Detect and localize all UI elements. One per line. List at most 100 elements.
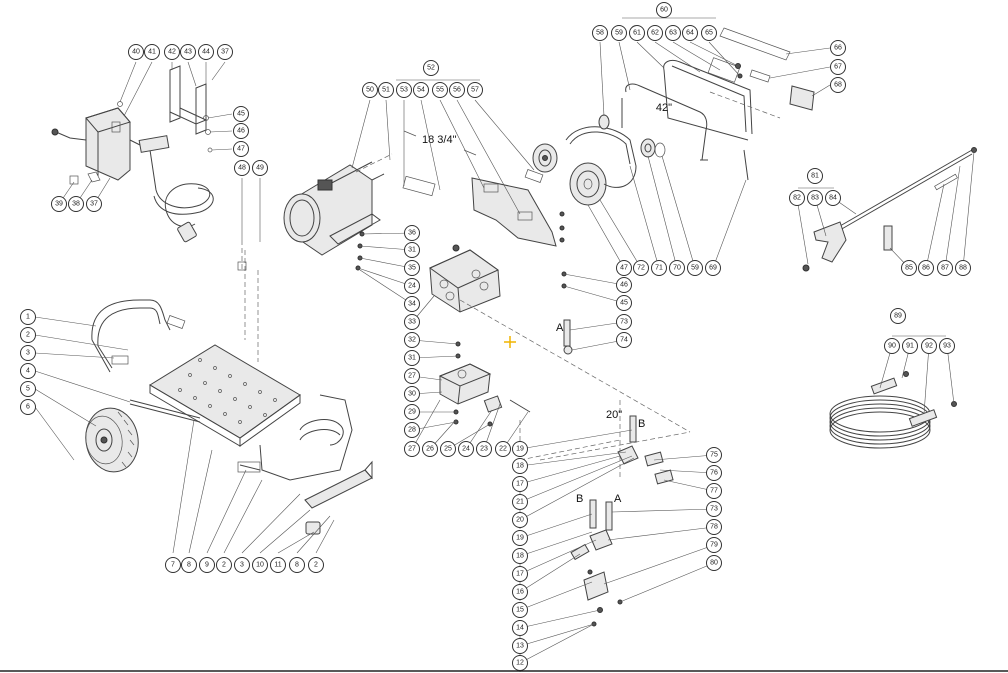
callout[interactable]: 2 xyxy=(216,557,232,573)
callout[interactable]: 54 xyxy=(413,82,429,98)
callout[interactable]: 32 xyxy=(404,332,420,348)
callout[interactable]: 10 xyxy=(252,557,268,573)
callout[interactable]: 31 xyxy=(404,350,420,366)
callout[interactable]: 80 xyxy=(706,555,722,571)
callout[interactable]: 18 xyxy=(512,548,528,564)
callout[interactable]: 76 xyxy=(706,465,722,481)
callout[interactable]: 69 xyxy=(705,260,721,276)
callout[interactable]: 5 xyxy=(20,381,36,397)
callout[interactable]: 85 xyxy=(901,260,917,276)
callout[interactable]: 12 xyxy=(512,655,528,671)
callout[interactable]: 87 xyxy=(937,260,953,276)
callout[interactable]: 14 xyxy=(512,620,528,636)
callout[interactable]: 58 xyxy=(592,25,608,41)
callout[interactable]: 21 xyxy=(512,494,528,510)
callout[interactable]: 39 xyxy=(51,196,67,212)
callout[interactable]: 29 xyxy=(404,404,420,420)
callout[interactable]: 83 xyxy=(807,190,823,206)
callout[interactable]: 26 xyxy=(422,441,438,457)
callout[interactable]: 53 xyxy=(396,82,412,98)
callout[interactable]: 77 xyxy=(706,483,722,499)
callout[interactable]: 22 xyxy=(495,441,511,457)
callout[interactable]: 43 xyxy=(180,44,196,60)
callout[interactable]: 50 xyxy=(362,82,378,98)
callout[interactable]: 71 xyxy=(651,260,667,276)
callout[interactable]: 88 xyxy=(955,260,971,276)
callout[interactable]: 65 xyxy=(701,25,717,41)
callout[interactable]: 89 xyxy=(890,308,906,324)
callout[interactable]: 90 xyxy=(884,338,900,354)
callout[interactable]: 16 xyxy=(512,584,528,600)
callout[interactable]: 9 xyxy=(199,557,215,573)
callout[interactable]: 47 xyxy=(616,260,632,276)
callout[interactable]: 35 xyxy=(404,260,420,276)
callout[interactable]: 24 xyxy=(458,441,474,457)
callout[interactable]: 40 xyxy=(128,44,144,60)
callout[interactable]: 2 xyxy=(308,557,324,573)
callout[interactable]: 37 xyxy=(217,44,233,60)
callout[interactable]: 44 xyxy=(198,44,214,60)
callout[interactable]: 17 xyxy=(512,476,528,492)
callout[interactable]: 57 xyxy=(467,82,483,98)
callout[interactable]: 23 xyxy=(476,441,492,457)
callout[interactable]: 28 xyxy=(404,422,420,438)
callout[interactable]: 79 xyxy=(706,537,722,553)
callout[interactable]: 51 xyxy=(378,82,394,98)
callout[interactable]: 59 xyxy=(687,260,703,276)
callout[interactable]: 19 xyxy=(512,530,528,546)
callout[interactable]: 59 xyxy=(611,25,627,41)
callout[interactable]: 34 xyxy=(404,296,420,312)
callout[interactable]: 38 xyxy=(68,196,84,212)
callout[interactable]: 4 xyxy=(20,363,36,379)
callout[interactable]: 3 xyxy=(20,345,36,361)
callout[interactable]: 52 xyxy=(423,60,439,76)
callout[interactable]: 73 xyxy=(616,314,632,330)
callout[interactable]: 81 xyxy=(807,168,823,184)
callout[interactable]: 41 xyxy=(144,44,160,60)
callout[interactable]: 56 xyxy=(449,82,465,98)
callout[interactable]: 8 xyxy=(289,557,305,573)
callout[interactable]: 3 xyxy=(234,557,250,573)
callout[interactable]: 6 xyxy=(20,399,36,415)
callout[interactable]: 25 xyxy=(440,441,456,457)
callout[interactable]: 19 xyxy=(512,441,528,457)
callout[interactable]: 62 xyxy=(647,25,663,41)
callout[interactable]: 66 xyxy=(830,40,846,56)
callout[interactable]: 63 xyxy=(665,25,681,41)
callout[interactable]: 13 xyxy=(512,638,528,654)
callout[interactable]: 33 xyxy=(404,314,420,330)
callout[interactable]: 75 xyxy=(706,447,722,463)
callout[interactable]: 67 xyxy=(830,59,846,75)
callout[interactable]: 64 xyxy=(682,25,698,41)
callout[interactable]: 86 xyxy=(918,260,934,276)
callout[interactable]: 49 xyxy=(252,160,268,176)
callout[interactable]: 42 xyxy=(164,44,180,60)
callout[interactable]: 17 xyxy=(512,566,528,582)
callout[interactable]: 73 xyxy=(706,501,722,517)
callout[interactable]: 20 xyxy=(512,512,528,528)
callout[interactable]: 36 xyxy=(404,225,420,241)
callout[interactable]: 55 xyxy=(432,82,448,98)
callout[interactable]: 18 xyxy=(512,458,528,474)
callout[interactable]: 46 xyxy=(233,123,249,139)
callout[interactable]: 92 xyxy=(921,338,937,354)
callout[interactable]: 91 xyxy=(902,338,918,354)
callout[interactable]: 48 xyxy=(234,160,250,176)
callout[interactable]: 11 xyxy=(270,557,286,573)
callout[interactable]: 47 xyxy=(233,141,249,157)
callout[interactable]: 27 xyxy=(404,368,420,384)
callout[interactable]: 37 xyxy=(86,196,102,212)
callout[interactable]: 31 xyxy=(404,242,420,258)
callout[interactable]: 84 xyxy=(825,190,841,206)
callout[interactable]: 72 xyxy=(633,260,649,276)
callout[interactable]: 61 xyxy=(629,25,645,41)
callout[interactable]: 7 xyxy=(165,557,181,573)
callout[interactable]: 74 xyxy=(616,332,632,348)
callout[interactable]: 60 xyxy=(656,2,672,18)
callout[interactable]: 24 xyxy=(404,278,420,294)
callout[interactable]: 78 xyxy=(706,519,722,535)
callout[interactable]: 68 xyxy=(830,77,846,93)
callout[interactable]: 70 xyxy=(669,260,685,276)
callout[interactable]: 15 xyxy=(512,602,528,618)
callout[interactable]: 2 xyxy=(20,327,36,343)
